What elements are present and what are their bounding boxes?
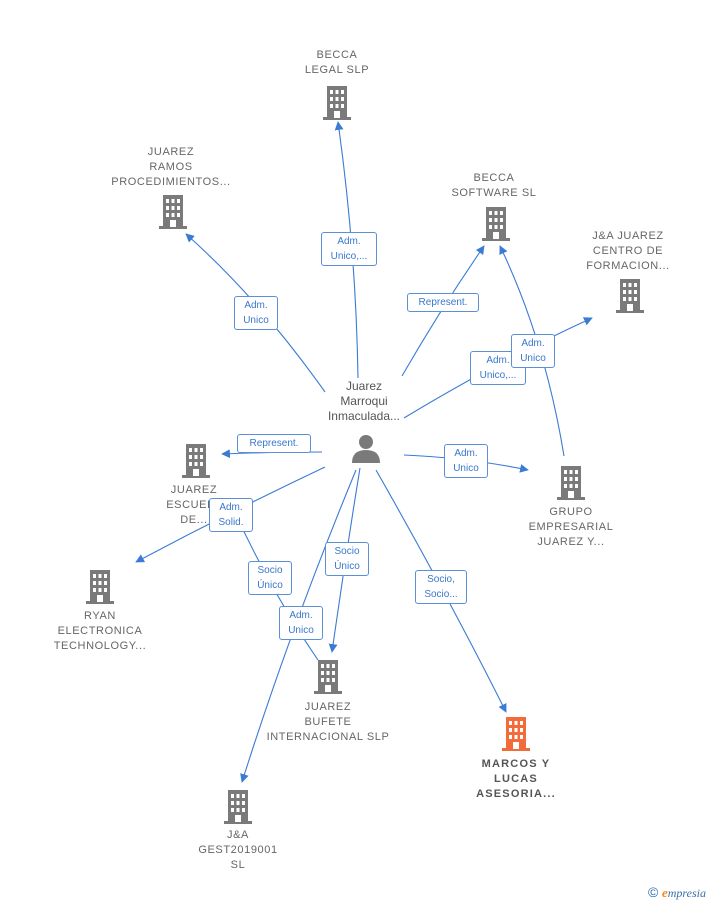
building-icon xyxy=(182,444,210,478)
building-icon xyxy=(482,207,510,241)
edge-label-becca-legal[interactable]: Adm. Unico,... xyxy=(321,232,377,266)
node-label: MARCOS Y LUCAS ASESORIA... xyxy=(476,758,556,800)
edge-label-bufete-gest[interactable]: Socio Único xyxy=(248,561,292,595)
brand-name: mpresia xyxy=(667,886,706,900)
node-label: BECCA SOFTWARE SL xyxy=(451,172,537,199)
node-ryan-electronica[interactable]: RYAN ELECTRONICA TECHNOLOGY... xyxy=(44,570,156,654)
person-icon[interactable] xyxy=(351,433,381,463)
building-icon xyxy=(557,466,585,500)
building-icon xyxy=(323,86,351,120)
node-juarez-bufete[interactable]: JUAREZ BUFETE INTERNACIONAL SLP xyxy=(258,660,398,745)
person-label[interactable]: Juarez Marroqui Inmaculada... xyxy=(327,379,401,423)
node-marcos-lucas[interactable]: MARCOS Y LUCAS ASESORIA... xyxy=(464,717,568,802)
node-juarez-ramos[interactable]: JUAREZ RAMOS PROCEDIMIENTOS... xyxy=(106,145,236,229)
edge-label-ja-centro[interactable]: Adm. Unico,... xyxy=(470,351,526,385)
building-icon xyxy=(159,195,187,229)
edge-label-marcos[interactable]: Socio, Socio... xyxy=(415,570,467,604)
building-icon xyxy=(314,660,342,694)
edge-label-gest[interactable]: Adm. Unico xyxy=(279,606,323,640)
node-label: J&A JUAREZ CENTRO DE FORMACION... xyxy=(586,230,670,272)
node-label: BECCA LEGAL SLP xyxy=(304,49,370,76)
brand-initial: e xyxy=(661,885,668,900)
building-icon xyxy=(224,790,252,824)
edge-label-grupo-becca[interactable]: Adm. Unico xyxy=(511,334,555,368)
edge-label-becca-software[interactable]: Represent. xyxy=(407,293,479,312)
node-becca-software[interactable]: BECCA SOFTWARE SL xyxy=(434,171,554,241)
building-icon xyxy=(616,279,644,313)
node-label: JUAREZ BUFETE INTERNACIONAL SLP xyxy=(266,701,390,743)
building-icon xyxy=(86,570,114,604)
building-icon xyxy=(502,717,530,751)
edge-label-grupo[interactable]: Adm. Unico xyxy=(444,444,488,478)
copyright-symbol: © xyxy=(648,884,659,900)
node-juarez-escuela[interactable]: JUAREZ ESCUELA DE... xyxy=(144,444,244,528)
edge-label-escuela[interactable]: Represent. xyxy=(237,434,311,453)
empresia-logo: © empresia xyxy=(648,884,706,901)
node-label: JUAREZ ESCUELA DE... xyxy=(166,484,222,526)
node-ja-juarez-centro[interactable]: J&A JUAREZ CENTRO DE FORMACION... xyxy=(572,229,684,313)
node-label: J&A GEST2019001 SL xyxy=(198,829,278,871)
edge-label-bufete-socio[interactable]: Socio Único xyxy=(325,542,369,576)
node-label: JUAREZ RAMOS PROCEDIMIENTOS... xyxy=(111,146,231,188)
node-becca-legal[interactable]: BECCA LEGAL SLP xyxy=(277,48,397,120)
edge-label-juarez-ramos[interactable]: Adm. Unico xyxy=(234,296,278,330)
node-ja-gest[interactable]: J&A GEST2019001 SL xyxy=(188,790,288,873)
node-label: GRUPO EMPRESARIAL JUAREZ Y... xyxy=(528,506,614,548)
node-grupo-empresarial[interactable]: GRUPO EMPRESARIAL JUAREZ Y... xyxy=(515,466,627,550)
edge-label-ryan[interactable]: Adm. Solid. xyxy=(209,498,253,532)
node-label: RYAN ELECTRONICA TECHNOLOGY... xyxy=(53,610,147,652)
